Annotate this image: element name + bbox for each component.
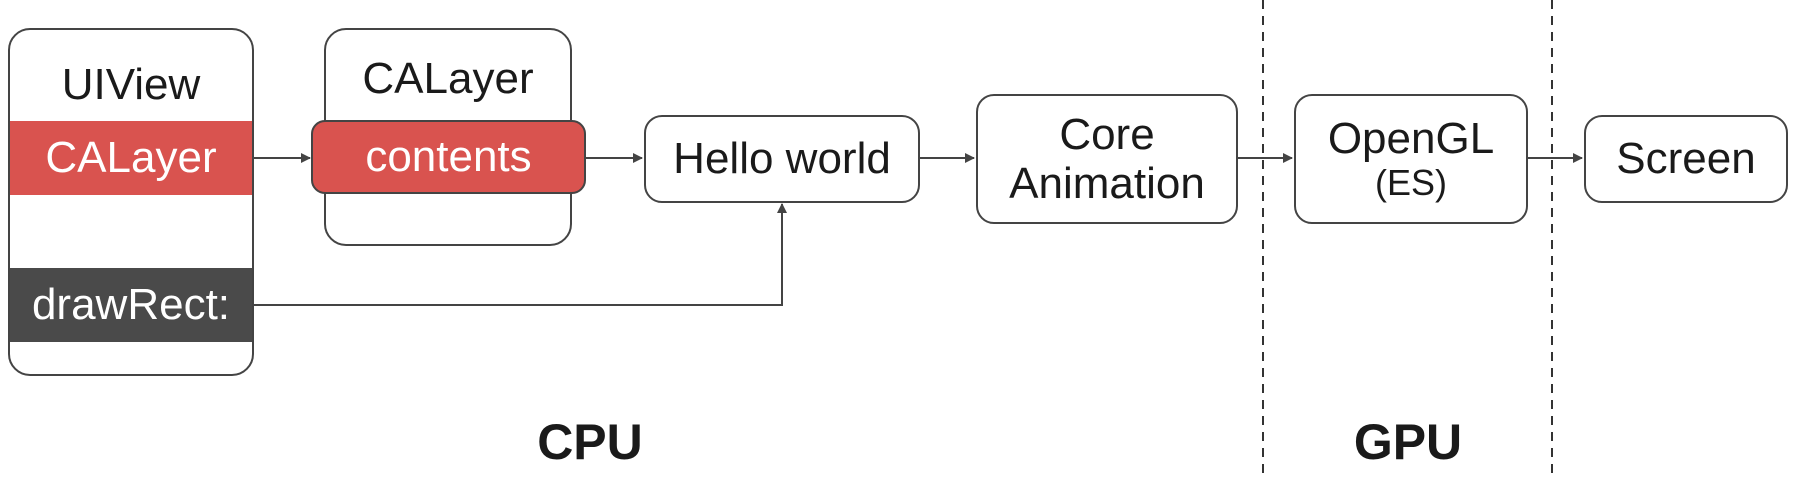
opengl-node: OpenGL (ES) [1294,94,1528,224]
hello-world-label: Hello world [673,134,891,184]
core-animation-node: Core Animation [976,94,1238,224]
hello-world-node: Hello world [644,115,920,203]
core-animation-line1: Core [1059,109,1155,159]
uiview-drawrect-band: drawRect: [10,268,252,342]
arrow-drawrect-to-hello [254,203,787,306]
uiview-box: UIView CALayer drawRect: [8,28,254,376]
cpu-section-label: CPU [537,414,643,470]
calayer-title: CALayer [362,54,534,103]
core-animation-line2: Animation [1009,159,1205,208]
screen-label: Screen [1616,134,1756,184]
uiview-calayer-band: CALayer [10,121,252,195]
gpu-section-label: GPU [1353,414,1463,470]
uiview-title: UIView [61,60,201,109]
opengl-line2: (ES) [1375,162,1447,204]
opengl-line1: OpenGL [1327,114,1495,164]
calayer-contents-band: contents [311,120,586,194]
screen-node: Screen [1584,115,1788,203]
